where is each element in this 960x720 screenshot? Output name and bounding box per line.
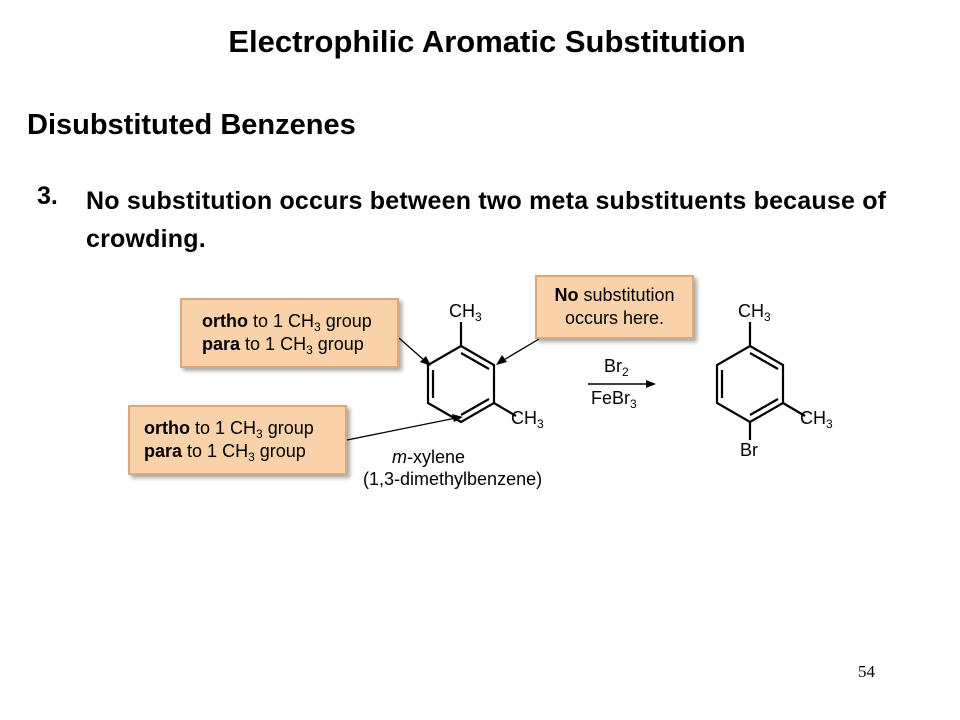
product-br-bottom: Br: [740, 440, 758, 460]
section-heading: Disubstituted Benzenes: [27, 109, 356, 141]
product-ring: [715, 344, 785, 424]
callout-2-line-2: para to 1 CH3 group: [144, 441, 306, 464]
point-number: 3.: [37, 182, 58, 210]
reactant-ring: [426, 344, 496, 424]
callout-1-line-1: ortho to 1 CH3 group: [202, 311, 372, 334]
reagent-above-arrow: Br2: [604, 356, 629, 379]
callout-arrow-1: [398, 337, 431, 366]
callout-ortho-para-upper: ortho to 1 CH3 group para to 1 CH3 group: [180, 298, 399, 368]
reactant-ch3-right: CH3: [511, 408, 544, 431]
callout-1-line-2: para to 1 CH3 group: [202, 334, 364, 357]
reactant-systematic-name: (1,3-dimethylbenzene): [363, 469, 543, 489]
callout-3-line-2: occurs here.: [564, 308, 665, 328]
reactant-ch3-top: CH3: [449, 301, 482, 324]
product-ch3-top: CH3: [738, 301, 771, 324]
callout-no-substitution: No substitution occurs here.: [535, 275, 694, 339]
slide-title: Electrophilic Aromatic Substitution: [228, 24, 746, 59]
callout-3-line-1: No substitution: [554, 285, 675, 305]
callout-arrow-3: [496, 338, 540, 365]
callout-ortho-para-lower: ortho to 1 CH3 group para to 1 CH3 group: [128, 405, 347, 475]
product-ch3-right: CH3: [800, 408, 833, 431]
callout-2-line-1: ortho to 1 CH3 group: [144, 418, 314, 441]
reactant-name: m-xylene: [392, 447, 466, 467]
reaction-arrow: [588, 380, 656, 388]
point-text: No substitution occurs between two meta …: [86, 187, 887, 253]
page-number: 54: [858, 662, 875, 681]
reagent-below-arrow: FeBr3: [591, 388, 637, 411]
callout-arrow-2: [346, 414, 463, 441]
